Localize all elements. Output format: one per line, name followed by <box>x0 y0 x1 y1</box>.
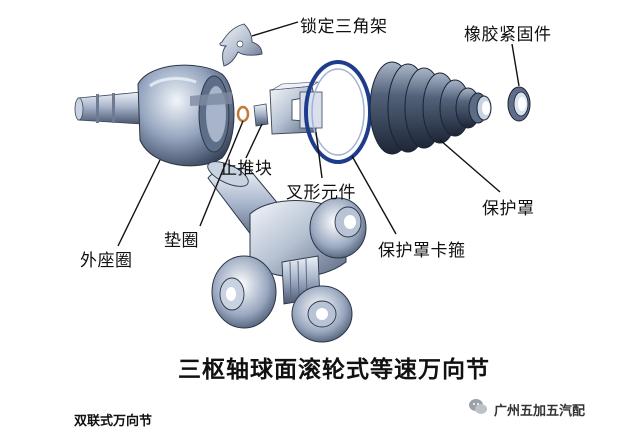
label-outer-race: 外座圈 <box>80 251 133 271</box>
leader-tripod-lock <box>251 21 299 37</box>
rubber-clamp-part <box>507 86 531 122</box>
tripod-lock-part <box>219 23 263 67</box>
label-fork-element: 叉形元件 <box>286 183 356 203</box>
leader-boot-clamp <box>351 155 397 235</box>
fork-element-part <box>269 81 323 135</box>
leader-lines <box>117 21 520 247</box>
wechat-icon <box>468 398 488 420</box>
figure-caption: 双联式万向节 <box>74 414 153 429</box>
watermark: 广州五加五汽配 <box>468 398 585 420</box>
label-rubber-clamp: 橡胶紧固件 <box>464 25 552 45</box>
label-boot-clamp: 保护罩卡箍 <box>378 241 466 261</box>
watermark-text: 广州五加五汽配 <box>494 403 586 419</box>
label-stop-block: 止推块 <box>220 159 273 179</box>
gasket-part <box>236 105 250 123</box>
tripod-roller-assembly <box>207 161 367 343</box>
leader-gasket <box>199 120 244 227</box>
leader-stop-block <box>245 123 263 159</box>
leader-rubber-clamp <box>511 43 520 87</box>
protective-boot-part <box>369 61 492 155</box>
label-tripod-lock: 锁定三角架 <box>300 17 388 37</box>
leader-fork-element <box>315 131 323 179</box>
leader-protective-boot <box>439 139 501 193</box>
label-gasket: 垫圈 <box>164 231 199 251</box>
diagram-title: 三枢轴球面滚轮式等速万向节 <box>178 357 490 383</box>
label-protective-boot: 保护罩 <box>482 199 535 219</box>
stop-block-part <box>253 103 269 127</box>
leader-outer-race <box>117 159 161 247</box>
outer-race-part <box>74 64 235 167</box>
